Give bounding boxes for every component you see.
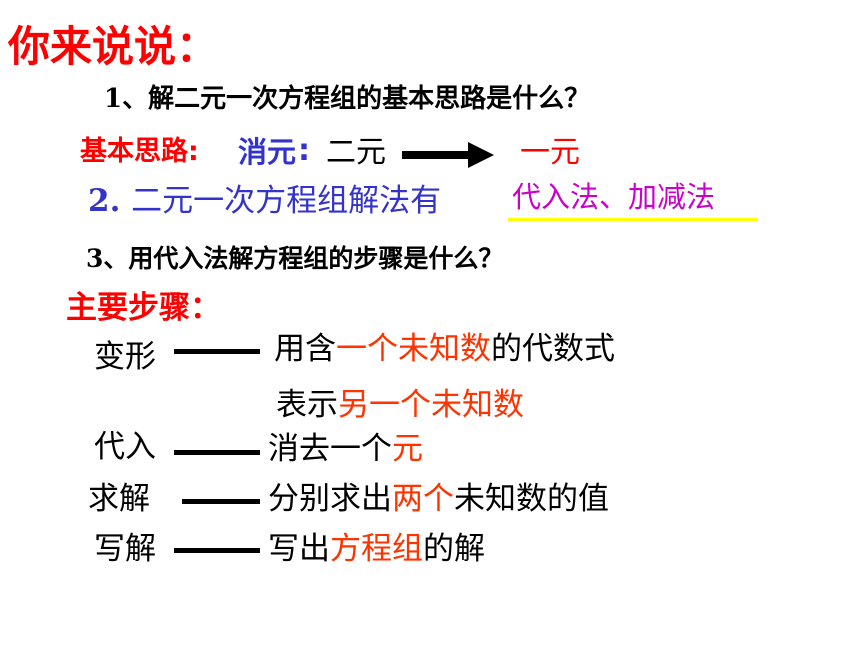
question-2-prefix: 2. bbox=[88, 183, 132, 219]
step-2-connector bbox=[174, 450, 260, 455]
step-1-desc-line-2: 表示另一个未知数 bbox=[276, 390, 524, 421]
step-2-desc: 消去一个元 bbox=[268, 434, 423, 465]
question-1: 1、解二元一次方程组的基本思路是什么？ bbox=[104, 84, 591, 114]
step-4-connector bbox=[174, 548, 260, 553]
step-4-desc-part-3: 的解 bbox=[423, 531, 485, 567]
step-1-desc: 用含一个未知数的代数式 bbox=[274, 334, 615, 365]
step-4-desc: 写出方程组的解 bbox=[268, 534, 485, 565]
step-3-desc-part-3: 未知数的值 bbox=[454, 481, 609, 517]
step-4-desc-part-1: 写出 bbox=[268, 531, 330, 567]
question-2-text: 二元一次方程组解法有 bbox=[131, 183, 442, 219]
question-2-answer: 代入法、加减法 bbox=[512, 180, 716, 214]
basic-idea-from: 二元 bbox=[326, 135, 386, 170]
step-1-desc-part-1: 用含 bbox=[274, 331, 336, 367]
question-2: 2. 二元一次方程组解法有 bbox=[88, 186, 441, 217]
step-1-desc-line-2-part-2: 另一个未知数 bbox=[338, 387, 524, 423]
step-3-name: 求解 bbox=[88, 481, 150, 517]
basic-idea-method: 消元 bbox=[238, 135, 297, 169]
basic-idea-colon: : bbox=[298, 133, 310, 168]
step-2-name: 代入 bbox=[94, 429, 156, 465]
step-1-connector bbox=[174, 349, 260, 354]
steps-title: 主要步骤： bbox=[66, 290, 221, 326]
basic-idea-to: 一元 bbox=[520, 135, 580, 170]
answer-underline bbox=[508, 218, 758, 221]
basic-idea-label: 基本思路: bbox=[80, 136, 199, 167]
step-1-desc-line-2-part-1: 表示 bbox=[276, 387, 338, 423]
step-4-name: 写解 bbox=[94, 531, 156, 567]
step-1-desc-part-2: 一个未知数 bbox=[336, 331, 491, 367]
arrow-right-icon bbox=[402, 142, 494, 168]
step-3-connector bbox=[182, 499, 260, 504]
step-3-desc: 分别求出两个未知数的值 bbox=[268, 484, 609, 515]
question-3: 3、用代入法解方程组的步骤是什么？ bbox=[86, 244, 504, 273]
slide-title: 你来说说： bbox=[8, 22, 219, 71]
step-1-name: 变形 bbox=[94, 339, 156, 375]
step-3-desc-part-2: 两个 bbox=[392, 481, 454, 517]
step-4-desc-part-2: 方程组 bbox=[330, 531, 423, 567]
step-1-desc-part-3: 的代数式 bbox=[491, 331, 615, 367]
step-2-desc-part-2: 元 bbox=[392, 431, 423, 467]
step-3-desc-part-1: 分别求出 bbox=[268, 481, 392, 517]
step-2-desc-part-1: 消去一个 bbox=[268, 431, 392, 467]
